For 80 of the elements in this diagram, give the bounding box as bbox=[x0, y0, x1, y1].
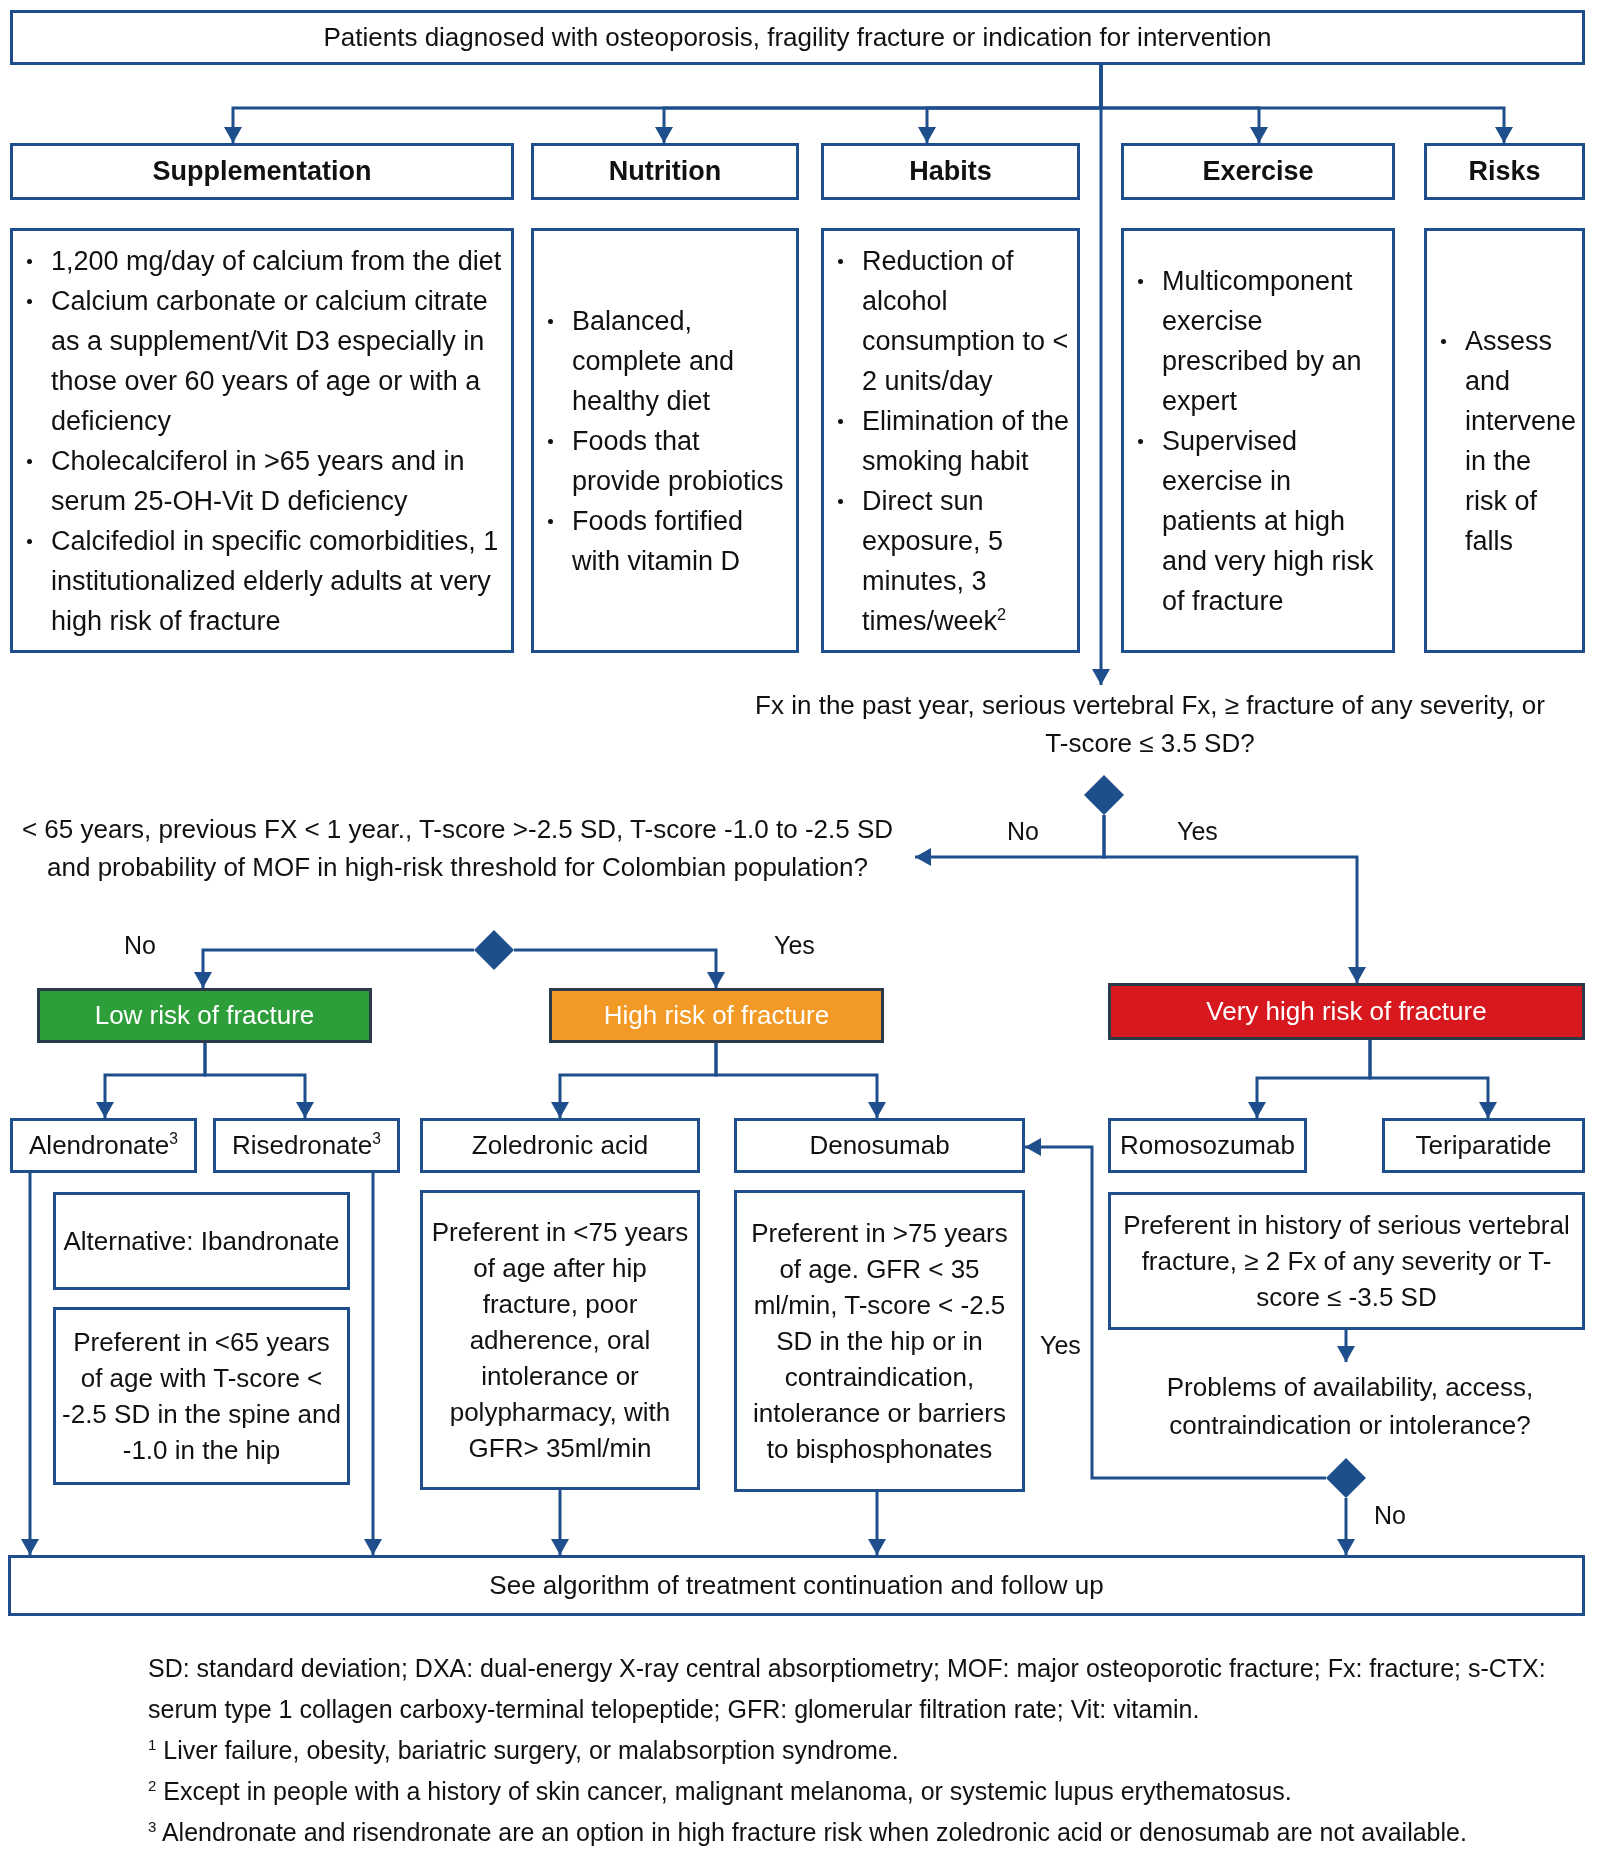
bullet-list-box bbox=[1424, 228, 1585, 653]
box-text: Alendronate$^{3}$ bbox=[29, 1129, 178, 1162]
arrow bbox=[203, 1043, 314, 1118]
arrow bbox=[1102, 815, 1366, 983]
risk-level-box bbox=[1108, 983, 1585, 1040]
question-text: < 65 years, previous FX < 1 year., T-score >-2.5 SD, T-score -1.0 to -2.5 SD and probability of MOF in high-risk threshold for Colombian population? bbox=[20, 813, 895, 884]
drug-box bbox=[1108, 1118, 1307, 1173]
drug-box bbox=[213, 1118, 400, 1173]
bullet-item: Balanced, complete and healthy diet bbox=[572, 305, 735, 416]
drug-box bbox=[1382, 1118, 1585, 1173]
bullet-item: Multicomponent exercise prescribed by an expert bbox=[1162, 265, 1362, 416]
bullet-item: Reduction of alcohol consumption to < 2 units/day bbox=[862, 245, 1069, 396]
category-header bbox=[531, 143, 799, 200]
category-header bbox=[10, 143, 514, 200]
risk-level-box bbox=[37, 988, 372, 1043]
arrow bbox=[514, 948, 725, 988]
header-text: Nutrition bbox=[608, 155, 722, 188]
footnote: $^{3}$ Alendronate and risendronate are an option in high fracture risk when zoledronic acid or denosumab are not available. bbox=[148, 1816, 1468, 1848]
drug-box bbox=[734, 1118, 1025, 1173]
box-text: Preferent in history of serious vertebral fracture, ≥ 2 Fx of any severity or T-score ≤ -3.5 SD bbox=[1122, 1209, 1571, 1314]
category-header bbox=[1121, 143, 1395, 200]
bullet-list-box bbox=[1121, 228, 1395, 653]
bullet-item: 1,200 mg/day of calcium from the diet bbox=[51, 245, 502, 276]
box-text: Alternative: Ibandronate bbox=[63, 1225, 340, 1258]
box-text: Zoledronic acid bbox=[471, 1129, 649, 1162]
box-text: Patients diagnosed with osteoporosis, fragility fracture or indication for intervention bbox=[323, 21, 1272, 54]
bullet-item: Calcifediol in specific comorbidities, 1 institutionalized elderly adults at very high risk of fracture bbox=[51, 525, 499, 636]
question-text: Fx in the past year, serious vertebral Fx, ≥ fracture of any severity, or T-score ≤ 3.5 SD? bbox=[754, 689, 1546, 760]
arrow bbox=[21, 1173, 39, 1555]
header-text: Habits bbox=[909, 155, 992, 188]
footnote: $^{2}$ Except in people with a history of skin cancer, malignant melanoma, or systemic lupus erythematosus. bbox=[148, 1775, 1293, 1807]
header-text: Risks bbox=[1468, 155, 1541, 188]
note-box bbox=[734, 1190, 1025, 1492]
box-text: Romosozumab bbox=[1120, 1129, 1295, 1162]
box-text: Denosumab bbox=[809, 1129, 950, 1162]
box-text: High risk of fracture bbox=[603, 999, 830, 1032]
bullet-list-box bbox=[10, 228, 514, 653]
process-box bbox=[8, 1555, 1585, 1616]
box-text: See algorithm of treatment continuation and follow up bbox=[489, 1569, 1104, 1602]
drug-box bbox=[420, 1118, 700, 1173]
bullet-item: Direct sun exposure, 5 minutes, 3 times/week$^{2}$ bbox=[862, 485, 1007, 636]
bullet-item: Elimination of the smoking habit bbox=[862, 405, 1070, 476]
bullet-item: Assess and intervene in the risk of falls bbox=[1465, 325, 1577, 556]
category-header bbox=[821, 143, 1080, 200]
arrow bbox=[194, 948, 474, 988]
box-text: Low risk of fracture bbox=[94, 999, 315, 1032]
bullet-item: Supervised exercise in patients at high and very high risk of fracture bbox=[1162, 425, 1374, 616]
drug-box bbox=[10, 1118, 197, 1173]
arrow bbox=[714, 1043, 886, 1118]
box-text: Preferent in <65 years of age with T-score < -2.5 SD in the spine and -1.0 in the hip bbox=[62, 1326, 341, 1467]
bullet-item: Foods fortified with vitamin D bbox=[572, 505, 744, 576]
note-box bbox=[1108, 1192, 1585, 1330]
box-text: Preferent in >75 years of age. GFR < 35 ml/min, T-score < -2.5 SD in the hip or in contraindication, intolerance or barriers to bisphosphonates bbox=[750, 1217, 1009, 1466]
process-box bbox=[10, 10, 1585, 65]
risk-level-box bbox=[549, 988, 884, 1043]
note-box bbox=[53, 1192, 350, 1290]
arrow bbox=[1337, 1498, 1355, 1555]
bullet-list-box bbox=[821, 228, 1080, 653]
note-box bbox=[420, 1190, 700, 1490]
arrow bbox=[1337, 1330, 1355, 1362]
header-text: Exercise bbox=[1202, 155, 1314, 188]
box-text: Teriparatide bbox=[1415, 1129, 1552, 1162]
box-text: Very high risk of fracture bbox=[1206, 995, 1487, 1028]
footnote: SD: standard deviation; DXA: dual-energy X-ray central absorptiometry; MOF: major osteoporotic fracture; Fx: fracture; s-CTX: serum type 1 collagen carboxy-terminal telopeptide; GFR: glomerular filtration rate; Vit: vitamin. bbox=[148, 1653, 1547, 1725]
note-box bbox=[53, 1307, 350, 1485]
header-text: Supplementation bbox=[152, 155, 372, 188]
arrow bbox=[1025, 1138, 1326, 1480]
footnote: $^{1}$ Liver failure, obesity, bariatric surgery, or malabsorption syndrome. bbox=[148, 1734, 900, 1766]
arrow bbox=[1368, 1040, 1497, 1118]
arrow bbox=[551, 1490, 569, 1555]
bullet-item: Calcium carbonate or calcium citrate as a supplement/Vit D3 especially in those over 60 years of age or with a deficiency bbox=[51, 285, 488, 436]
box-text: Risedronate$^{3}$ bbox=[232, 1129, 381, 1162]
box-text: Preferent in <75 years of age after hip fracture, poor adherence, oral intolerance or polypharmacy, with GFR> 35ml/min bbox=[430, 1216, 690, 1465]
question-text: Problems of availability, access, contraindication or intolerance? bbox=[1165, 1371, 1535, 1442]
arrow bbox=[364, 1173, 382, 1555]
category-header bbox=[1424, 143, 1585, 200]
bullet-list-box bbox=[531, 228, 799, 653]
bullet-item: Foods that provide probiotics bbox=[572, 425, 784, 496]
bullet-item: Cholecalciferol in >65 years and in serum 25-OH-Vit D deficiency bbox=[51, 445, 465, 516]
arrow bbox=[868, 1492, 886, 1555]
